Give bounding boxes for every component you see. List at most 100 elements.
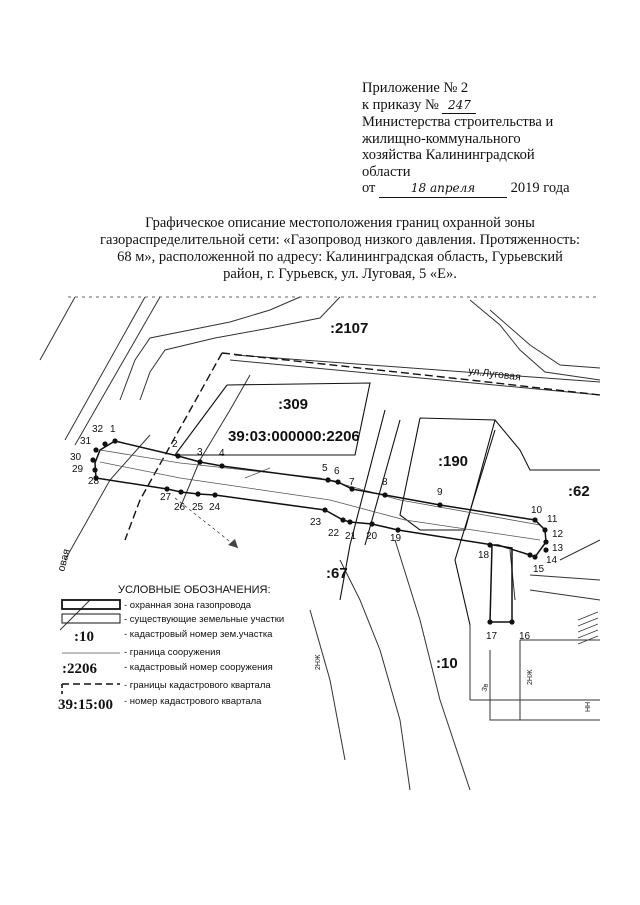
street-label-left: овая	[55, 548, 72, 573]
legend-item-6: - границы кадастрового квартала	[124, 680, 271, 691]
document-title: Графическое описание местоположения гран…	[80, 215, 600, 283]
boundary-point-label: 26	[174, 502, 186, 513]
boundary-point-label: 9	[437, 487, 443, 498]
legend-symbol-7: 39:15:00	[58, 697, 113, 713]
boundary-point-marker	[112, 438, 118, 444]
parcel-label-190: :190	[438, 453, 468, 470]
boundary-point-marker	[369, 521, 375, 527]
quarter-boundary	[124, 352, 601, 541]
boundary-point-label: 21	[345, 531, 357, 542]
direction-arrow	[174, 497, 239, 549]
appendix-number: Приложение № 2	[362, 80, 469, 96]
legend-symbol-3: :10	[74, 629, 94, 645]
order-number: 247	[442, 97, 477, 114]
boundary-point-marker	[195, 491, 201, 497]
boundary-point-marker	[349, 486, 355, 492]
legend-parcel-symbol	[61, 613, 121, 624]
boundary-point-label: 27	[160, 492, 172, 503]
boundary-point-label: 19	[390, 533, 402, 544]
boundary-point-marker	[102, 441, 108, 447]
boundary-point-label: 30	[70, 452, 82, 463]
boundary-point-marker	[164, 486, 170, 492]
map-background-lines	[39, 296, 601, 791]
boundary-point-label: 18	[478, 550, 490, 561]
boundary-point-marker	[178, 489, 184, 495]
boundary-point-marker	[340, 517, 346, 523]
boundary-point-label: 6	[334, 466, 340, 477]
legend-item-7: - номер кадастрового квартала	[124, 696, 262, 707]
legend: УСЛОВНЫЕ ОБОЗНАЧЕНИЯ: - охранная зона га…	[58, 584, 284, 713]
arrow-head-icon	[228, 539, 238, 548]
structure-cadastral-label: 39:03:000000:2206	[228, 428, 360, 445]
boundary-point-marker	[347, 519, 353, 525]
boundary-point-label: 13	[552, 543, 564, 554]
boundary-point-marker	[322, 507, 328, 513]
boundary-point-label: 12	[552, 529, 564, 540]
boundary-point-label: 32	[92, 424, 104, 435]
legend-symbol-5: :2206	[62, 661, 97, 677]
boundary-point-marker	[92, 467, 98, 473]
boundary-point-marker	[212, 492, 218, 498]
boundary-point-marker	[532, 554, 538, 560]
ministry-line-1: Министерства строительства и	[362, 114, 554, 130]
building-label-3: Зв	[481, 683, 490, 693]
boundary-point-marker	[90, 457, 96, 463]
boundary-point-marker	[93, 475, 99, 481]
parcel-labels: :2107 :309 :190 :62 :67 :10 39:03:000000…	[228, 320, 590, 672]
building-label-1: 2НЖ	[315, 654, 322, 670]
legend-heading: УСЛОВНЫЕ ОБОЗНАЧЕНИЯ:	[118, 584, 271, 596]
structure-boundary	[99, 449, 541, 541]
order-prefix: к приказу №	[362, 96, 439, 113]
title-line-4: район, г. Гурьевск, ул. Луговая, 5 «Е».	[223, 266, 457, 282]
legend-zone-symbol	[61, 599, 121, 610]
boundary-point-label: 29	[72, 464, 84, 475]
boundary-point-label: 5	[322, 463, 328, 474]
boundary-point-marker	[532, 517, 538, 523]
boundary-point-marker	[543, 547, 549, 553]
title-line-3: 68 м», расположенной по адресу: Калининг…	[117, 249, 563, 265]
date-line: от 18 апреля 2019 года	[362, 180, 622, 198]
boundary-point-marker	[437, 502, 443, 508]
boundary-point-label: 1	[110, 424, 116, 435]
legend-item-1: - охранная зона газопровода	[124, 600, 252, 611]
boundary-point-marker	[325, 477, 331, 483]
boundary-point-label: 31	[80, 436, 92, 447]
boundary-point-marker	[382, 492, 388, 498]
boundary-point-marker	[543, 539, 549, 545]
boundary-point-marker	[527, 552, 533, 558]
parcel-label-10: :10	[436, 655, 458, 672]
boundary-point-marker	[509, 619, 515, 625]
boundary-point-label: 3	[197, 447, 203, 458]
legend-item-4: - граница сооружения	[124, 647, 221, 658]
date-handwritten: 18 апреля	[379, 180, 508, 198]
building-label-2: 2НЖ	[527, 669, 534, 685]
boundary-point-label: 11	[547, 514, 558, 525]
boundary-point-label: 8	[382, 477, 388, 488]
boundary-point-label: 10	[531, 505, 543, 516]
boundary-point-marker	[487, 542, 493, 548]
boundary-point-label: 15	[533, 564, 545, 575]
boundary-point-marker	[93, 447, 99, 453]
parcel-label-67: :67	[326, 565, 348, 582]
ministry-line-2: жилищно-коммунального	[362, 130, 521, 147]
legend-item-2: - существующие земельные участки	[124, 614, 284, 625]
building-labels: 2НЖ 2НЖ Зв НН	[315, 654, 592, 712]
boundary-point-label: 7	[349, 477, 355, 488]
parcel-190-boundary	[399, 417, 496, 531]
protection-zone	[94, 440, 547, 623]
boundary-point-label: 4	[219, 448, 225, 459]
boundary-point-marker	[487, 619, 493, 625]
ministry-line-3: хозяйства Калининградской	[362, 147, 535, 163]
title-line-2: газораспределительной сети: «Газопровод …	[100, 232, 580, 248]
boundary-point-label: 23	[310, 517, 322, 528]
boundary-point-label: 2	[172, 439, 178, 450]
building-label-4: НН	[585, 702, 592, 712]
legend-item-5: - кадастровый номер сооружения	[124, 662, 273, 673]
boundary-point-marker	[175, 453, 181, 459]
hatched-area	[577, 611, 599, 645]
boundary-point-label: 24	[209, 502, 221, 513]
date-suffix: 2019 года	[510, 180, 570, 196]
boundary-point-label: 22	[328, 528, 340, 539]
appendix-header: Приложение № 2 к приказу № 247 Министерс…	[362, 80, 622, 198]
